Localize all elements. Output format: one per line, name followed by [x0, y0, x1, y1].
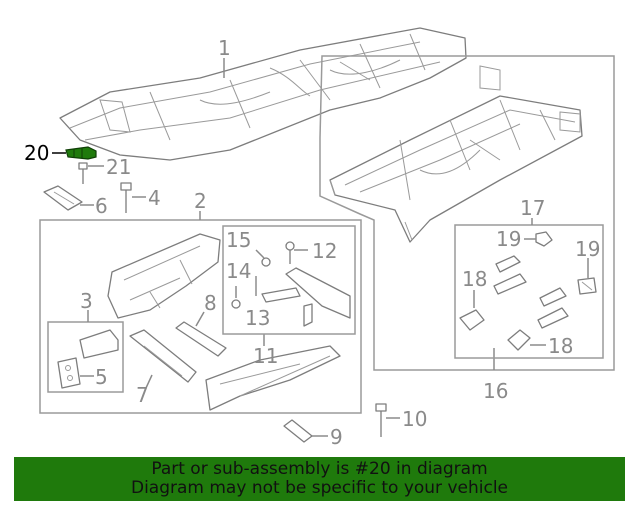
- parts-diagram: 1 20 21 6 4 16 17: [24, 27, 615, 449]
- part-13-bracket: [261, 267, 351, 327]
- info-banner: Part or sub-assembly is #20 in diagram D…: [14, 457, 625, 501]
- banner-line-2: Diagram may not be specific to your vehi…: [130, 478, 508, 498]
- callout-6[interactable]: 6: [95, 194, 108, 218]
- callout-2[interactable]: 2: [194, 189, 207, 213]
- part-4-bolt: [120, 182, 132, 213]
- callout-1[interactable]: 1: [218, 36, 231, 60]
- callout-18b[interactable]: 18: [548, 334, 573, 358]
- callout-18a[interactable]: 18: [462, 267, 487, 291]
- callout-20[interactable]: 20: [24, 141, 49, 165]
- part-15-nut: [261, 257, 271, 267]
- part-12-bolt: [285, 241, 295, 264]
- callout-10[interactable]: 10: [402, 407, 427, 431]
- rear-frame-assembly: [329, 65, 583, 243]
- part-9-pad: [283, 419, 313, 443]
- callout-15[interactable]: 15: [226, 228, 251, 252]
- part-14-nut: [231, 299, 241, 309]
- part-19-clip-b: [577, 277, 597, 295]
- part-21-bolt: [78, 162, 88, 184]
- leader-7: [145, 374, 153, 389]
- part-8-crossmember: [175, 321, 227, 357]
- part-6-pad: [43, 185, 83, 211]
- callout-3[interactable]: 3: [80, 289, 93, 313]
- callout-7[interactable]: 7: [136, 383, 149, 407]
- front-crossmember: [107, 233, 221, 319]
- callout-8[interactable]: 8: [204, 291, 217, 315]
- callout-14[interactable]: 14: [226, 259, 251, 283]
- part-7-brace: [129, 329, 197, 383]
- part-18-bracket-b: [507, 329, 531, 351]
- callout-11[interactable]: 11: [253, 344, 278, 368]
- callout-4[interactable]: 4: [148, 186, 161, 210]
- group-box-16: [319, 55, 615, 371]
- part-11-rail: [205, 345, 341, 411]
- part-18-bracket-a: [459, 255, 569, 331]
- callout-13[interactable]: 13: [245, 306, 270, 330]
- part-5-plate: [57, 357, 81, 389]
- callout-19b[interactable]: 19: [575, 237, 600, 261]
- leader-8: [195, 311, 205, 327]
- callout-17[interactable]: 17: [520, 196, 545, 220]
- callout-19a[interactable]: 19: [496, 227, 521, 251]
- group-box-3: [47, 321, 124, 393]
- callout-21[interactable]: 21: [106, 155, 131, 179]
- group-box-17: [454, 224, 604, 359]
- part-19-clip-a: [535, 231, 553, 247]
- group-box-11: [222, 225, 356, 335]
- part-3-mount: [79, 329, 119, 359]
- frame-assembly: [59, 27, 467, 161]
- callout-12[interactable]: 12: [312, 239, 337, 263]
- banner-line-1: Part or sub-assembly is #20 in diagram: [151, 459, 488, 479]
- callout-9[interactable]: 9: [330, 425, 343, 449]
- callout-16[interactable]: 16: [483, 379, 508, 403]
- leader-15: [255, 249, 265, 259]
- part-20-bracket: [65, 146, 97, 160]
- part-10-bolt: [375, 403, 387, 437]
- callout-5[interactable]: 5: [95, 365, 108, 389]
